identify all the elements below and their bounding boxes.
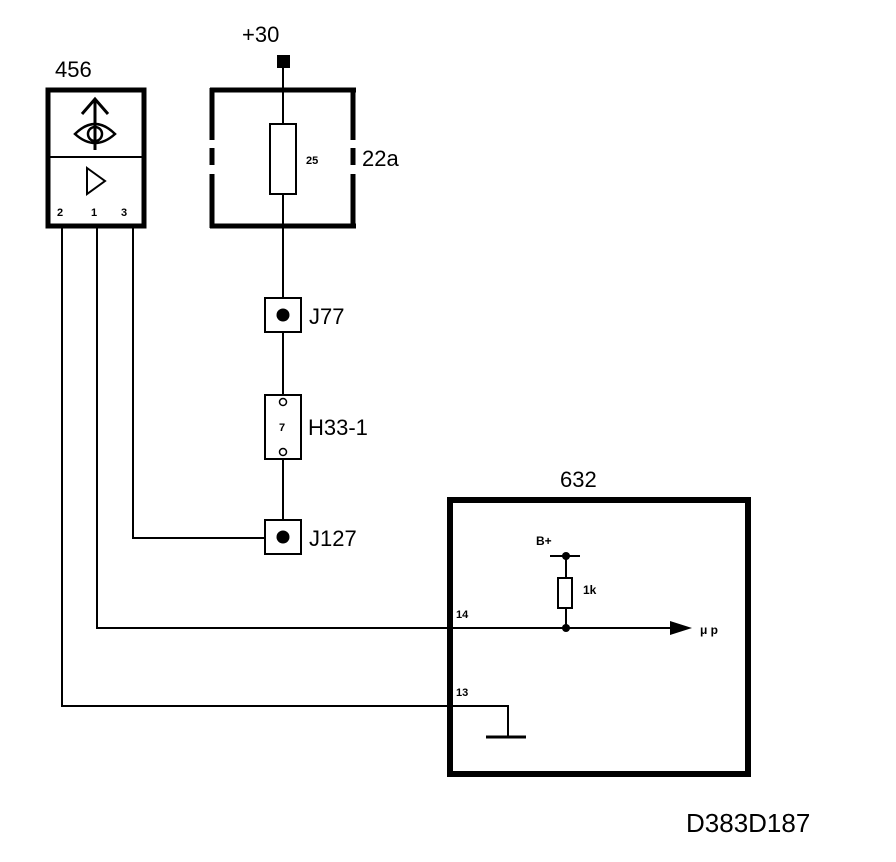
fuse-element [269,123,297,195]
sensor-pin-2: 2 [57,207,63,219]
connector-h33-pin-top [278,397,288,407]
connector-h33-label: H33-1 [308,415,368,440]
connector-j127-label: J127 [309,526,357,551]
module-pin-13: 13 [456,687,468,699]
module-signal-node [562,624,570,632]
wire-pin1-to-module-14 [96,226,452,629]
connector-h33-pin: 7 [279,422,285,434]
wire-pin3-to-j127 [132,226,265,539]
module-box [447,497,751,777]
sensor-id: 456 [55,57,92,82]
supply-terminal [277,55,290,68]
wire-pin2-to-module-13 [61,226,452,707]
module-id: 632 [560,467,597,492]
module-resistor-value: 1k [583,583,597,597]
connector-j77-label: J77 [309,304,344,329]
eye-icon [73,96,117,150]
fuse-box-id: 22a [362,146,399,171]
module-pin-14: 14 [456,609,469,621]
output-arrow-icon [670,621,692,635]
fuse-rating: 25 [306,155,318,167]
connector-h33-pin-bottom [278,447,288,457]
triangle-icon [86,166,107,196]
sensor-pin-3: 3 [121,207,127,219]
supply-label: +30 [242,22,279,47]
sensor-pin-1: 1 [91,207,97,219]
connector-j127-dot [276,530,290,544]
module-supply-label: B+ [536,534,552,548]
module-output-label: μ p [700,623,718,637]
drawing-code: D383D187 [686,808,810,838]
module-ground-wire [452,705,509,736]
fuse-box [209,87,356,229]
module-resistor [557,577,573,609]
connector-j77-dot [276,308,290,322]
